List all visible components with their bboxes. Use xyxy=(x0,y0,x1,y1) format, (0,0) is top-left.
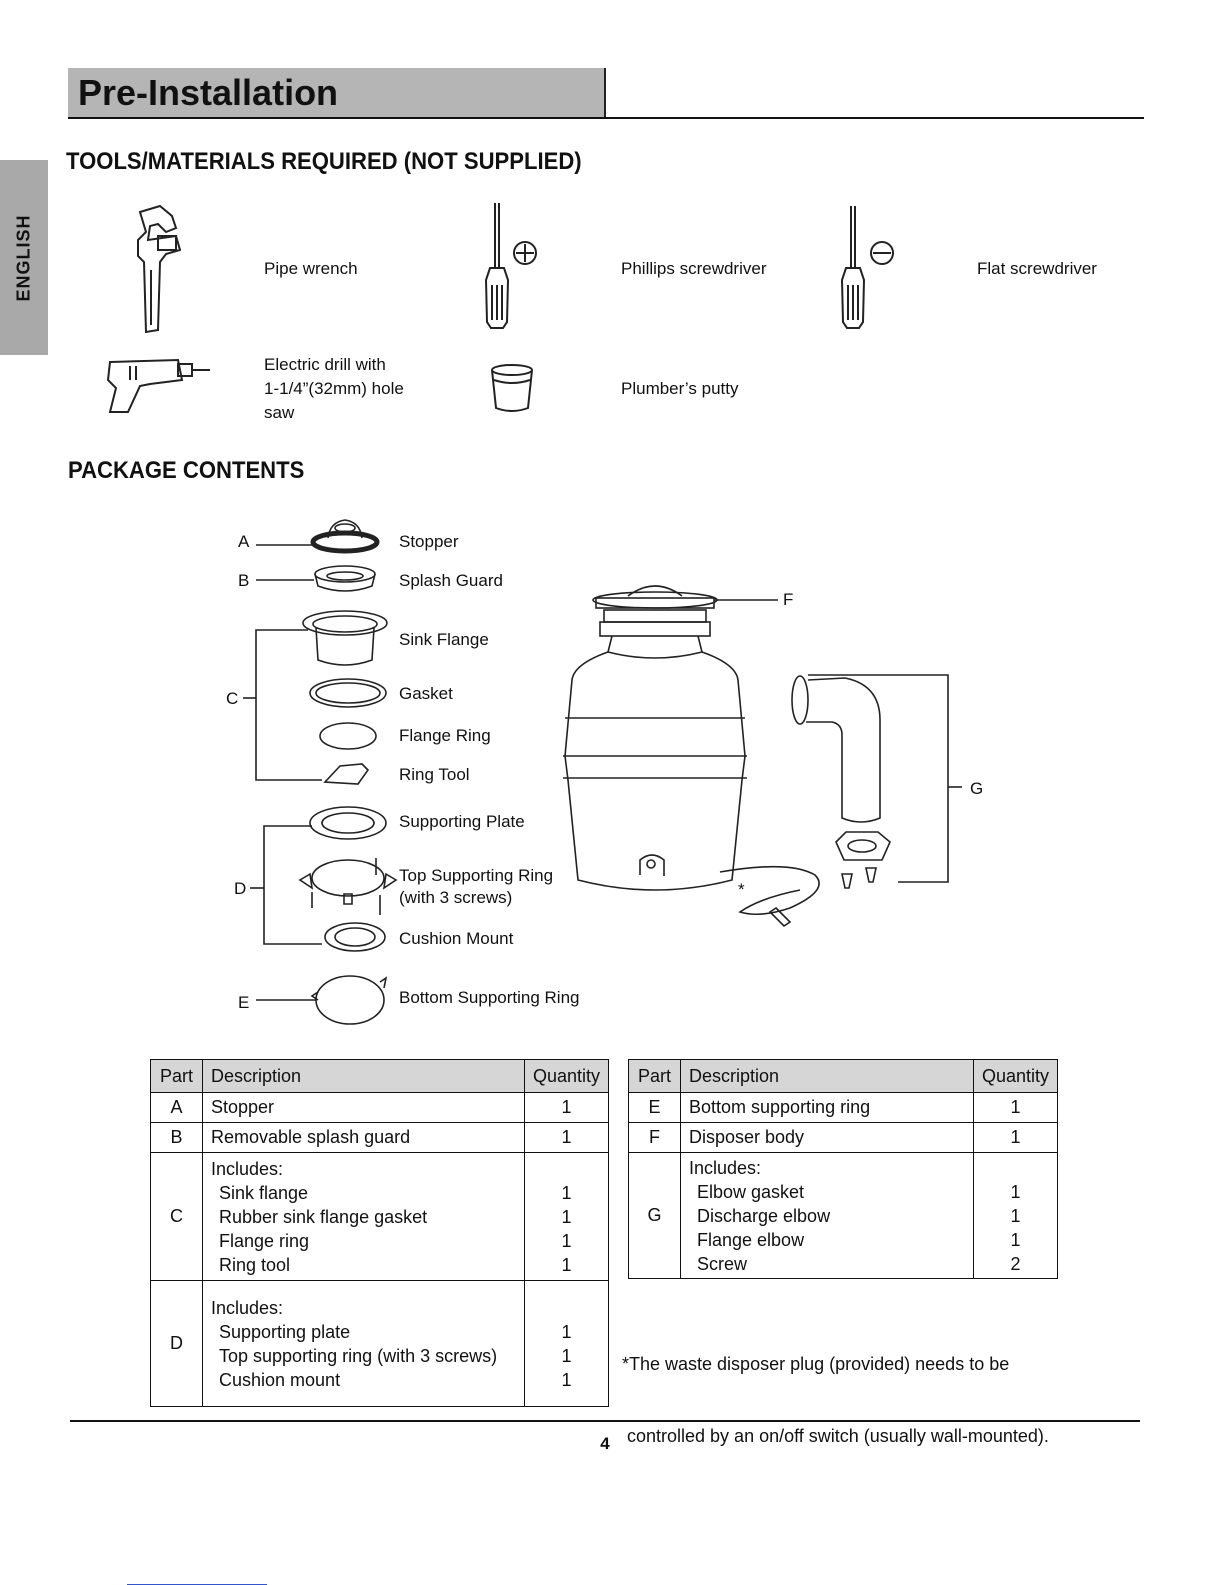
table-row: D Includes: Supporting plate Top support… xyxy=(150,1280,610,1407)
table-header-row: Part Description Quantity xyxy=(628,1059,1059,1093)
discharge-elbow-part xyxy=(791,675,881,823)
table-row: B Removable splash guard 1 xyxy=(150,1122,610,1153)
splash-guard-part xyxy=(314,565,376,592)
description-cell: Bottom supporting ring xyxy=(680,1092,974,1123)
header-rule xyxy=(68,117,1144,119)
plug-note: *The waste disposer plug (provided) need… xyxy=(622,1354,1049,1446)
sink-flange-part xyxy=(302,610,388,666)
quantity-cell: 1 xyxy=(523,1092,610,1123)
letter-g: G xyxy=(970,779,984,798)
label-cushion-mount: Cushion Mount xyxy=(399,929,514,948)
label-gasket: Gasket xyxy=(399,684,453,703)
part-cell: E xyxy=(628,1092,681,1123)
description-cell: Disposer body xyxy=(680,1122,974,1153)
part-cell: B xyxy=(150,1122,203,1153)
label-bottom-supporting-ring: Bottom Supporting Ring xyxy=(399,988,580,1007)
label-stopper: Stopper xyxy=(399,532,459,551)
gasket-part xyxy=(309,678,387,708)
description-cell: Includes: Elbow gasket Discharge elbow F… xyxy=(680,1152,974,1279)
quantity-cell: 1 xyxy=(972,1092,1059,1123)
letter-b: B xyxy=(238,571,250,590)
cushion-mount-part xyxy=(324,922,386,952)
stopper-part xyxy=(310,519,380,554)
phillips-screwdriver-icon xyxy=(484,203,537,329)
header-description: Description xyxy=(680,1059,974,1093)
parts-table-right: Part Description Quantity E Bottom suppo… xyxy=(628,1059,1059,1279)
table-row: E Bottom supporting ring 1 xyxy=(628,1092,1059,1123)
header-part: Part xyxy=(628,1059,681,1093)
part-cell: F xyxy=(628,1122,681,1153)
label-ring-tool: Ring Tool xyxy=(399,765,470,784)
flat-screwdriver-label: Flat screwdriver xyxy=(977,259,1097,278)
quantity-cell: 1 1 1 2 xyxy=(972,1152,1059,1279)
label-sink-flange: Sink Flange xyxy=(399,630,489,649)
quantity-cell: 1 1 1 xyxy=(523,1280,610,1407)
table-row: C Includes: Sink flange Rubber sink flan… xyxy=(150,1152,610,1281)
label-supporting-plate: Supporting Plate xyxy=(399,812,525,831)
letter-f: F xyxy=(783,590,794,609)
flange-ring-part xyxy=(319,722,377,750)
part-cell: D xyxy=(150,1280,203,1407)
electric-drill-label: Electric drill with 1-1/4”(32mm) hole sa… xyxy=(264,355,404,422)
quantity-cell: 1 xyxy=(972,1122,1059,1153)
putty-cup-icon xyxy=(491,364,533,412)
pipe-wrench-icon xyxy=(137,204,182,334)
plumbers-putty-label: Plumber’s putty xyxy=(621,379,739,398)
table-row: G Includes: Elbow gasket Discharge elbow… xyxy=(628,1152,1059,1279)
label-top-supporting-ring: Top Supporting Ring (with 3 screws) xyxy=(399,866,554,907)
supporting-plate-part xyxy=(309,806,387,840)
page-number: 4 xyxy=(600,1434,610,1453)
tools-heading: TOOLS/MATERIALS REQUIRED (NOT SUPPLIED) xyxy=(66,148,582,175)
label-splash-guard: Splash Guard xyxy=(399,571,503,590)
screw-part xyxy=(841,867,877,889)
description-cell: Removable splash guard xyxy=(202,1122,525,1153)
letter-e: E xyxy=(238,993,250,1012)
package-heading: PACKAGE CONTENTS xyxy=(68,457,305,484)
part-cell: C xyxy=(150,1152,203,1281)
table-header-row: Part Description Quantity xyxy=(150,1059,610,1093)
letter-d: D xyxy=(234,879,247,898)
header-description: Description xyxy=(202,1059,525,1093)
description-cell: Includes: Supporting plate Top supportin… xyxy=(202,1280,525,1407)
header-quantity: Quantity xyxy=(972,1059,1059,1093)
page-title: Pre-Installation xyxy=(78,72,339,113)
flange-elbow-part xyxy=(835,831,891,861)
label-flange-ring: Flange Ring xyxy=(399,726,491,745)
letter-a: A xyxy=(238,532,250,551)
phillips-screwdriver-label: Phillips screwdriver xyxy=(621,259,767,278)
letter-c: C xyxy=(226,689,239,708)
footer-rule xyxy=(70,1420,1140,1422)
header-quantity: Quantity xyxy=(523,1059,610,1093)
flat-screwdriver-icon xyxy=(840,206,894,329)
disposer-body-part xyxy=(563,585,820,928)
part-cell: G xyxy=(628,1152,681,1279)
top-supporting-ring-part xyxy=(298,858,398,915)
table-row: A Stopper 1 xyxy=(150,1092,610,1123)
ring-tool-part xyxy=(323,763,370,785)
header-part: Part xyxy=(150,1059,203,1093)
bottom-supporting-ring-part xyxy=(310,975,388,1025)
cord-marker: * xyxy=(738,880,745,899)
electric-drill-icon xyxy=(106,358,210,413)
language-label: ENGLISH xyxy=(13,214,34,302)
part-cell: A xyxy=(150,1092,203,1123)
table-row: F Disposer body 1 xyxy=(628,1122,1059,1153)
pipe-wrench-label: Pipe wrench xyxy=(264,259,358,278)
language-side-tab: ENGLISH xyxy=(0,160,48,355)
description-cell: Includes: Sink flange Rubber sink flange… xyxy=(202,1152,525,1281)
parts-table-left: Part Description Quantity A Stopper 1 B … xyxy=(150,1059,610,1407)
quantity-cell: 1 xyxy=(523,1122,610,1153)
header-bar xyxy=(68,68,606,118)
description-cell: Stopper xyxy=(202,1092,525,1123)
quantity-cell: 1 1 1 1 xyxy=(523,1152,610,1281)
